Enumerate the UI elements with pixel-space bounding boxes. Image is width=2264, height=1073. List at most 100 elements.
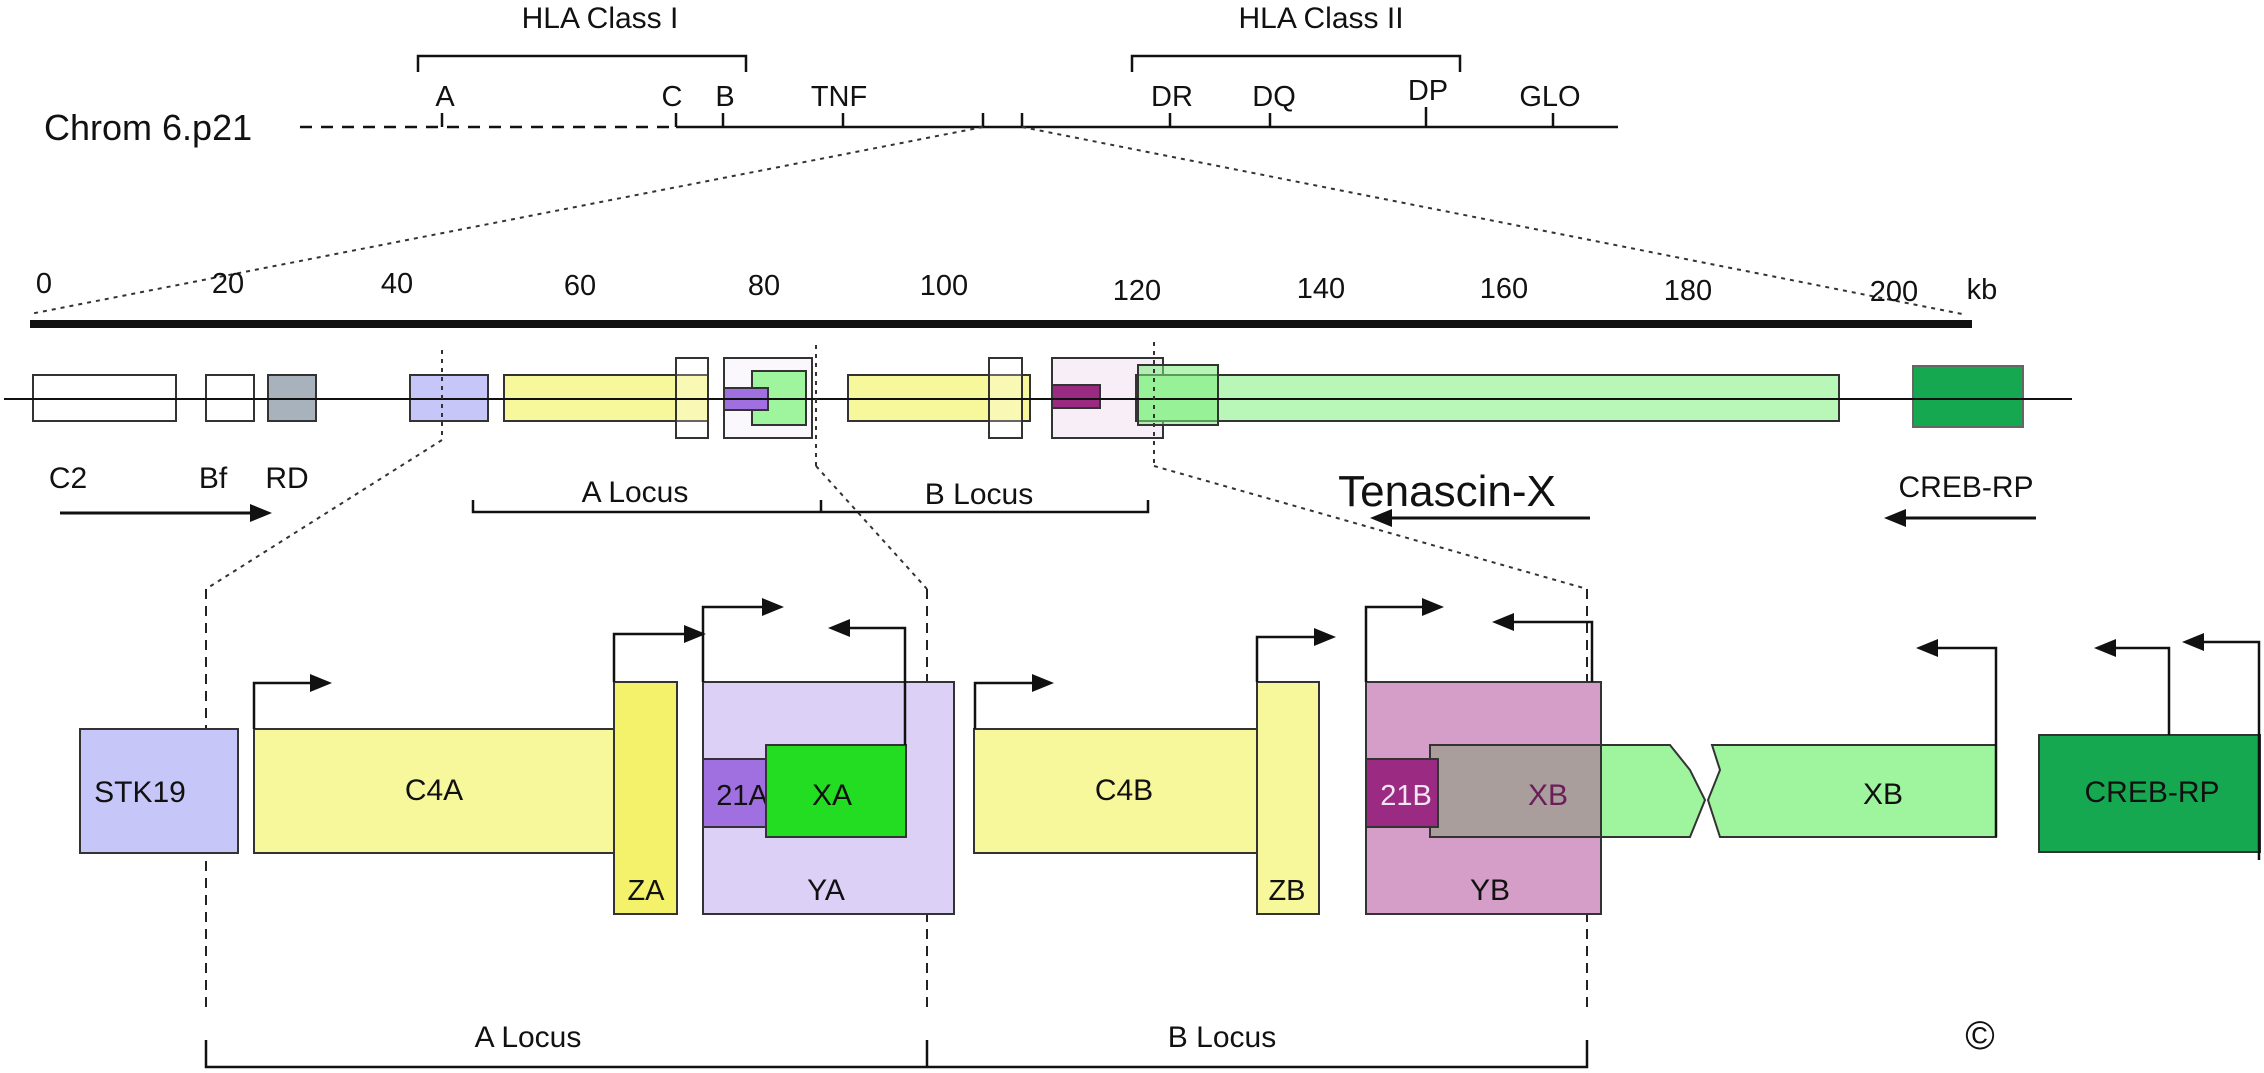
hla-class-i-label: HLA Class I (522, 2, 679, 35)
kb-scale: 0 20 40 60 80 100 120 140 160 180 200 kb (30, 268, 1997, 328)
xb-overview-box (1137, 364, 1219, 426)
zoom-line-b-right (1153, 465, 1588, 590)
za-label: ZA (627, 875, 665, 907)
hla-class-ii-bracket (1130, 54, 1462, 72)
tenascin-x-label: Tenascin-X (1338, 467, 1556, 516)
scale-tick-80: 80 (748, 270, 780, 302)
marker-tnf: TNF (811, 81, 867, 113)
b21-overview-box (1051, 384, 1101, 409)
marker-c: C (662, 81, 683, 113)
detail-locus-brackets: A Locus B Locus © (204, 1014, 1995, 1069)
a21-box (702, 758, 774, 828)
xa-arrowhead-icon (828, 619, 850, 637)
overview-b-locus-label: B Locus (925, 478, 1033, 511)
copyright-icon: © (1965, 1014, 1994, 1058)
stk19-box (79, 728, 239, 854)
detail-locus-bracket (204, 1040, 1589, 1069)
scale-tick-160: 160 (1480, 273, 1528, 305)
c2-label: C2 (49, 462, 87, 495)
c2-arrowhead-icon (250, 504, 272, 522)
marker-dr: DR (1151, 81, 1193, 113)
yb-label: YB (1470, 874, 1510, 907)
yb-arrowhead-icon (1422, 598, 1444, 616)
transcription-arrows (252, 598, 2261, 860)
c4b-promoter-arrow (973, 681, 1034, 729)
creb-rp-promoter-arrow-2 (2202, 640, 2261, 860)
c4a-box (253, 728, 615, 854)
zoom-line-right (1021, 126, 1963, 315)
c4b-arrowhead-icon (1032, 674, 1054, 692)
detail-gene-track: STK19 C4A ZA YA 21A XA C4B ZB XB YB XB 2… (79, 681, 2261, 915)
zb-label: ZB (1268, 875, 1305, 907)
overview-locus-bracket (471, 500, 1150, 514)
scale-tick-120: 120 (1113, 275, 1161, 307)
zb-box (1256, 681, 1320, 915)
marker-glo: GLO (1519, 81, 1580, 113)
ya-label: YA (807, 874, 845, 907)
scale-bar (30, 320, 1972, 328)
xb-left-segment (1587, 744, 1707, 838)
xb-right-segment (1706, 744, 1997, 838)
c4a-label: C4A (405, 774, 463, 807)
scale-tick-60: 60 (564, 270, 596, 302)
xb-inner-box (1429, 744, 1602, 838)
yb-promoter-arrow (1364, 605, 1424, 682)
marker-dp: DP (1408, 75, 1448, 107)
c4a-promoter-arrow (252, 681, 312, 729)
b21-box (1365, 758, 1439, 828)
xb-arrowhead-icon (1916, 639, 1938, 657)
xb-inner-promoter-arrow (1512, 620, 1594, 682)
c4a-arrowhead-icon (310, 674, 332, 692)
creb-rp-overview-box (1912, 365, 2024, 428)
overview-gene-track (4, 357, 2072, 439)
overview-a-locus-label: A Locus (582, 476, 689, 509)
zoom-line-a-left (205, 439, 443, 590)
xb-label: XB (1863, 778, 1903, 811)
b-locus-label: B Locus (1168, 1021, 1276, 1054)
ya-arrowhead-icon (762, 598, 784, 616)
xa-box (765, 744, 907, 838)
creb-rp-label: CREB-RP (2084, 776, 2219, 809)
scale-unit: kb (1967, 274, 1998, 306)
creb-rp-overview-label: CREB-RP (1898, 471, 2033, 504)
hla-class-ii-label: HLA Class II (1238, 2, 1403, 35)
zoom-line-left (29, 126, 984, 315)
tenascin-x-arrowhead-icon (1370, 509, 1392, 527)
creb-rp-arrowhead-icon-2 (2182, 633, 2204, 651)
scale-tick-180: 180 (1664, 275, 1712, 307)
xa-promoter-arrow (848, 626, 907, 745)
zb-arrowhead-icon (1314, 628, 1336, 646)
chromosome-label: Chrom 6.p21 (44, 107, 252, 148)
hla-class-i-bracket (416, 54, 748, 72)
scale-tick-100: 100 (920, 270, 968, 302)
chromosome-map: HLA Class I HLA Class II Chrom 6.p21 A C… (29, 2, 1963, 315)
creb-rp-arrowhead-icon (1884, 509, 1906, 527)
zb-promoter-arrow (1255, 635, 1316, 682)
scale-tick-40: 40 (381, 268, 413, 300)
c4b-box (973, 728, 1262, 854)
b21-label: 21B (1380, 780, 1432, 812)
c4b-label: C4B (1095, 774, 1153, 807)
za-promoter-arrow (612, 632, 686, 682)
overview-labels: C2 Bf RD A Locus B Locus Tenascin-X CREB… (49, 462, 2036, 527)
creb-rp-arrowhead-icon-1 (2094, 639, 2116, 657)
scale-tick-140: 140 (1297, 273, 1345, 305)
xa-label: XA (812, 779, 852, 812)
rd-label: RD (265, 462, 308, 495)
a-locus-label: A Locus (475, 1021, 582, 1054)
marker-a: A (435, 81, 455, 113)
xb-promoter-arrow (1936, 646, 1998, 837)
marker-dq: DQ (1252, 81, 1296, 113)
za-arrowhead-icon (684, 625, 706, 643)
scale-tick-200: 200 (1870, 276, 1918, 308)
scale-tick-0: 0 (36, 268, 52, 300)
a21-label: 21A (716, 780, 768, 812)
marker-b: B (715, 81, 734, 113)
bf-label: Bf (199, 462, 228, 495)
stk19-label: STK19 (94, 776, 186, 809)
creb-rp-promoter-arrow-1 (2114, 646, 2171, 735)
scale-tick-20: 20 (212, 268, 244, 300)
creb-rp-box (2038, 734, 2261, 853)
xb-inner-label: XB (1528, 779, 1568, 812)
